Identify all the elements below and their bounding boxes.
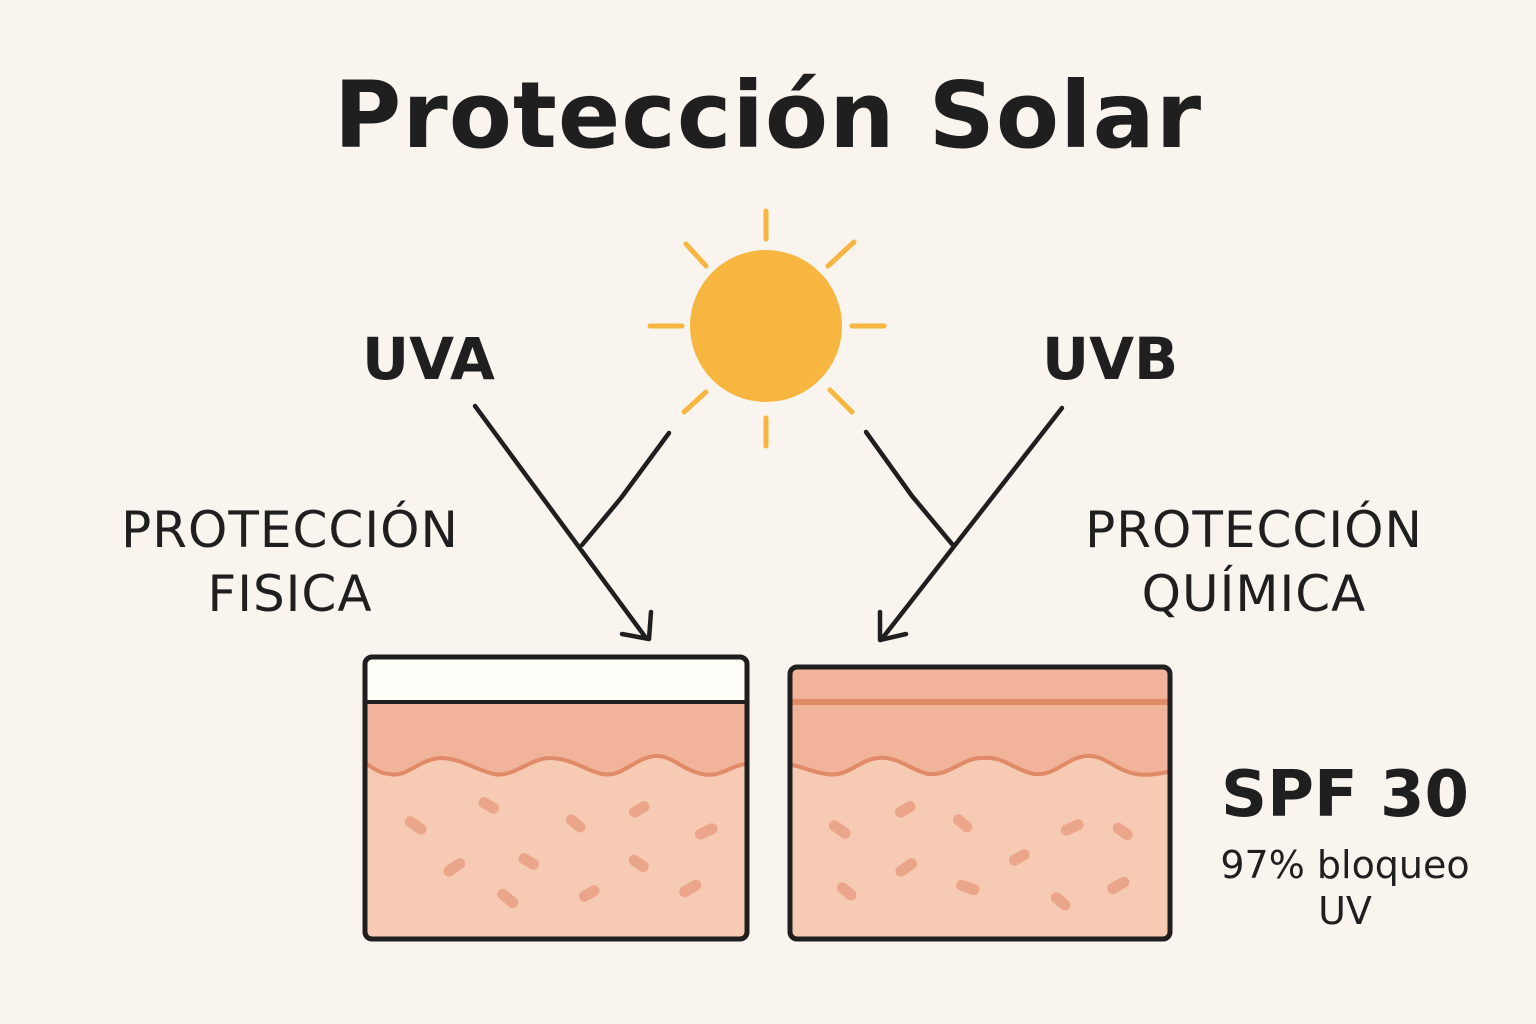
skin-block-chemical (787, 664, 1173, 942)
spf-note: 97% bloqueo UV (1190, 842, 1500, 934)
spf-note-line1: 97% bloqueo (1220, 843, 1470, 887)
spf-value: SPF 30 (1220, 758, 1470, 832)
uva-label: UVA (362, 325, 495, 393)
uva-ray-arrow (472, 403, 654, 642)
skin-cells-right (828, 801, 1133, 911)
sun-icon (647, 208, 887, 449)
physical-caption-line1: PROTECCIÓN (121, 501, 459, 559)
chemical-protection-caption: PROTECCIÓN QUÍMICA (1062, 498, 1446, 626)
sun-ray-left-line (579, 430, 672, 548)
skin-block-physical (362, 654, 750, 942)
sun-ray-right-line (863, 429, 955, 547)
physical-caption-line2: FISICA (207, 565, 373, 623)
uvb-label: UVB (1042, 325, 1179, 393)
uvb-ray-arrow (877, 405, 1065, 643)
page-title: Protección Solar (333, 62, 1203, 169)
skin-cells-left (404, 797, 718, 909)
spf-note-line2: UV (1318, 889, 1372, 933)
chemical-caption-line2: QUÍMICA (1141, 565, 1367, 623)
chemical-caption-line1: PROTECCIÓN (1085, 501, 1423, 559)
physical-protection-caption: PROTECCIÓN FISICA (100, 498, 480, 626)
mineral-blocker-layer (365, 657, 747, 701)
